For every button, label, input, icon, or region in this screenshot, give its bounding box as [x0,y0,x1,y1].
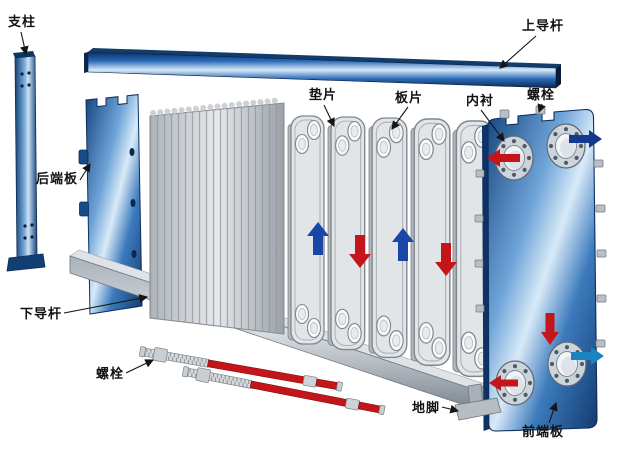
leader-plate [391,106,409,130]
leader-upper-guide-bar [499,35,537,69]
bolt-stub [595,204,606,213]
label-lower-guide-bar: 下导杆 [20,307,63,322]
port [546,123,586,169]
flow-arrow-left-red [489,375,518,391]
leader-bolt-top [537,103,546,114]
label-bolt-top: 螺栓 [527,88,556,103]
flow-arrow-down-red [541,313,559,345]
upper-guide-bar-graphic [84,48,561,89]
label-support-column: 支柱 [8,15,37,30]
bolt-stub [499,109,510,119]
label-gasket: 垫片 [309,88,338,103]
leader-bolt-bottom [125,359,154,374]
bolt-stub [596,294,607,303]
port [547,341,587,387]
leader-inner-liner [480,109,505,142]
label-inner-liner: 内衬 [466,94,495,109]
flow-arrow-right-teal [571,347,604,365]
leader-lower-guide-bar [63,294,149,314]
flow-arrow-down-red [435,243,457,276]
flow-arrow-left-red [487,149,520,167]
leader-rear-end-plate [79,163,91,181]
bolt-stub [595,339,606,348]
flow-arrows [307,222,457,276]
leader-support-column [20,31,29,56]
label-upper-guide-bar: 上导杆 [522,19,565,34]
anchor-foot-graphic [454,383,502,421]
label-rear-end-plate: 后端板 [36,172,79,187]
leader-front-end-plate [548,401,558,424]
flow-arrow-up-blue [392,228,414,261]
flow-arrow-down-red [349,235,371,268]
plate-pack-graphic [149,97,285,335]
bolt-stub [596,249,607,258]
label-bolt-bottom: 螺栓 [96,367,125,382]
leader-gasket [323,104,335,127]
label-plate: 板片 [395,91,424,106]
label-front-end-plate: 前端板 [522,425,565,440]
flow-arrow-up-blue [307,222,329,255]
bolt-stub [474,214,484,223]
bolt-stub [475,304,485,313]
bolt-stub [475,169,485,178]
flow-arrow-right-navy [569,130,602,148]
leader-anchor-foot [441,404,460,414]
label-anchor-foot: 地脚 [412,401,441,416]
leader-lines [20,31,558,424]
bolt-stub [474,259,484,268]
front-end-plate-graphic [474,105,607,432]
bolt-stub [593,159,604,168]
support-column-graphic [6,51,46,272]
